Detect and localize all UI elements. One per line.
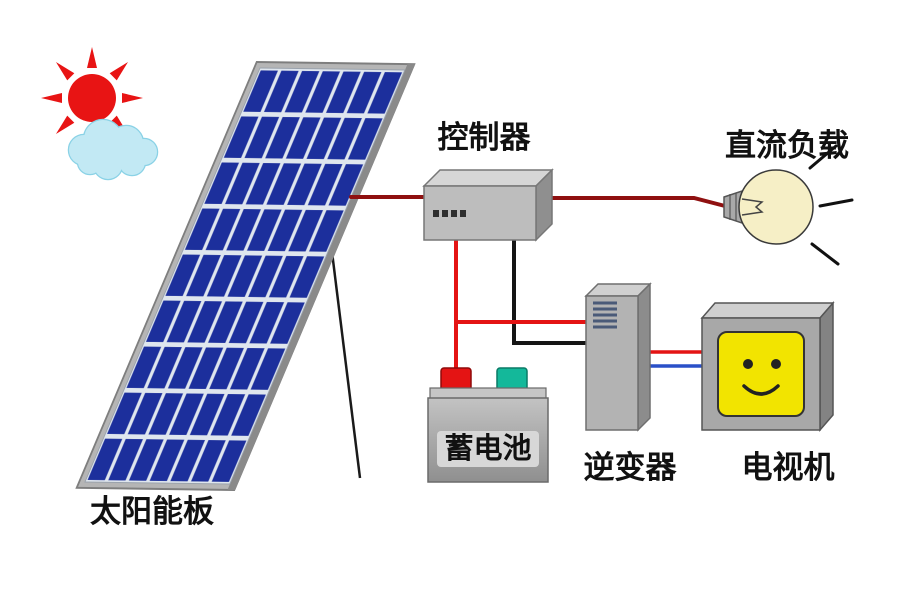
inverter-side-face <box>637 282 651 432</box>
controller-front-face <box>423 185 537 241</box>
inverter-front-face <box>585 295 639 431</box>
inverter-tower <box>584 282 652 432</box>
wire-controller-to-inverter <box>512 238 588 345</box>
panel-stand-leg <box>330 251 362 479</box>
bulb-glass <box>738 169 814 245</box>
solar-panel <box>75 61 416 491</box>
bulb-rays <box>808 144 854 266</box>
smiley-face-icon <box>742 359 781 396</box>
inverter-vents <box>593 301 617 329</box>
battery-label: 蓄电池 <box>444 432 531 465</box>
tv-label: 电视机 <box>742 450 835 485</box>
cloud-fill <box>69 120 157 179</box>
tv-set <box>700 300 835 433</box>
controller-box <box>422 168 554 242</box>
controller-indicator-ports <box>433 210 466 217</box>
controller-label: 控制器 <box>438 120 532 155</box>
sun-core <box>68 74 116 122</box>
wires <box>349 195 727 374</box>
bulb-filament <box>741 198 764 216</box>
inverter-label: 逆变器 <box>584 450 678 485</box>
tv-side-face <box>819 300 834 433</box>
sun-icon <box>41 47 143 149</box>
panel-cell-grid <box>84 67 406 485</box>
dc-load-label: 直流负载 <box>725 128 849 163</box>
wire-controller-to-bulb <box>550 196 727 208</box>
battery <box>427 367 549 483</box>
tv-top-face <box>700 302 835 319</box>
solar-panel-label: 太阳能板 <box>90 494 214 529</box>
tv-screen <box>717 331 805 417</box>
battery-label-band <box>437 431 539 467</box>
light-bulb-icon <box>723 144 854 266</box>
controller-top-face <box>422 169 554 187</box>
panel-side-edge <box>227 64 416 491</box>
